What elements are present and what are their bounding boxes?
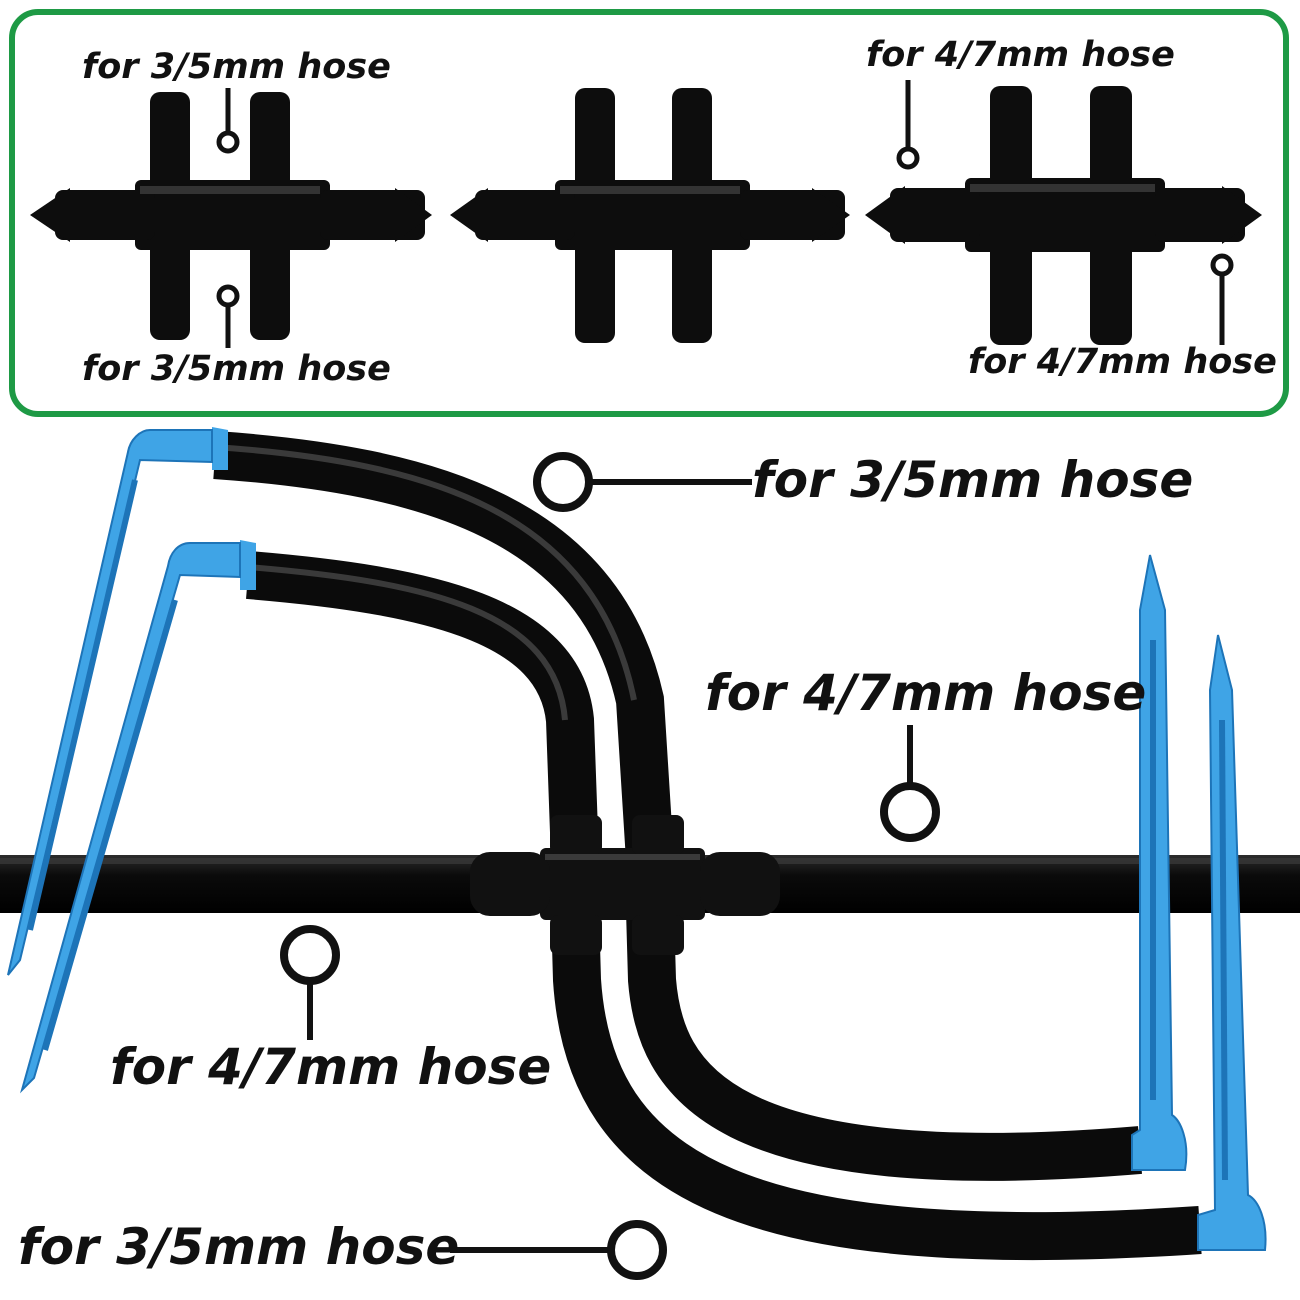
- pointer-line-branch-bottom: [450, 1220, 667, 1280]
- label-right-top: for 4/7mm hose: [866, 35, 1175, 75]
- stake-left-2: [20, 540, 256, 1094]
- label-left-top: for 3/5mm hose: [82, 47, 391, 87]
- branch-hoses-bottom: [551, 909, 1202, 1261]
- cross-connector-3: [865, 86, 1262, 345]
- label-right-bottom: for 4/7mm hose: [968, 342, 1277, 382]
- label-branch-top: for 3/5mm hose: [752, 451, 1194, 509]
- pointer-line-main-right: [880, 725, 940, 842]
- label-main-left: for 4/7mm hose: [110, 1038, 552, 1096]
- stake-right-2: [1197, 634, 1267, 1251]
- pointer-line-3: [896, 80, 1234, 345]
- cross-connector-1: [30, 92, 432, 340]
- pointer-line-branch-top: [533, 452, 752, 512]
- label-main-right: for 4/7mm hose: [705, 664, 1147, 722]
- pointer-line-main-left: [280, 925, 340, 1040]
- stake-left-1: [7, 427, 228, 976]
- center-connector: [470, 815, 780, 955]
- label-left-bottom: for 3/5mm hose: [82, 349, 391, 389]
- stake-right-1: [1131, 554, 1188, 1171]
- cross-connector-2: [450, 88, 850, 343]
- label-branch-bottom: for 3/5mm hose: [18, 1218, 460, 1276]
- pointer-line-1: [216, 88, 240, 348]
- branch-hoses-top: [213, 431, 674, 862]
